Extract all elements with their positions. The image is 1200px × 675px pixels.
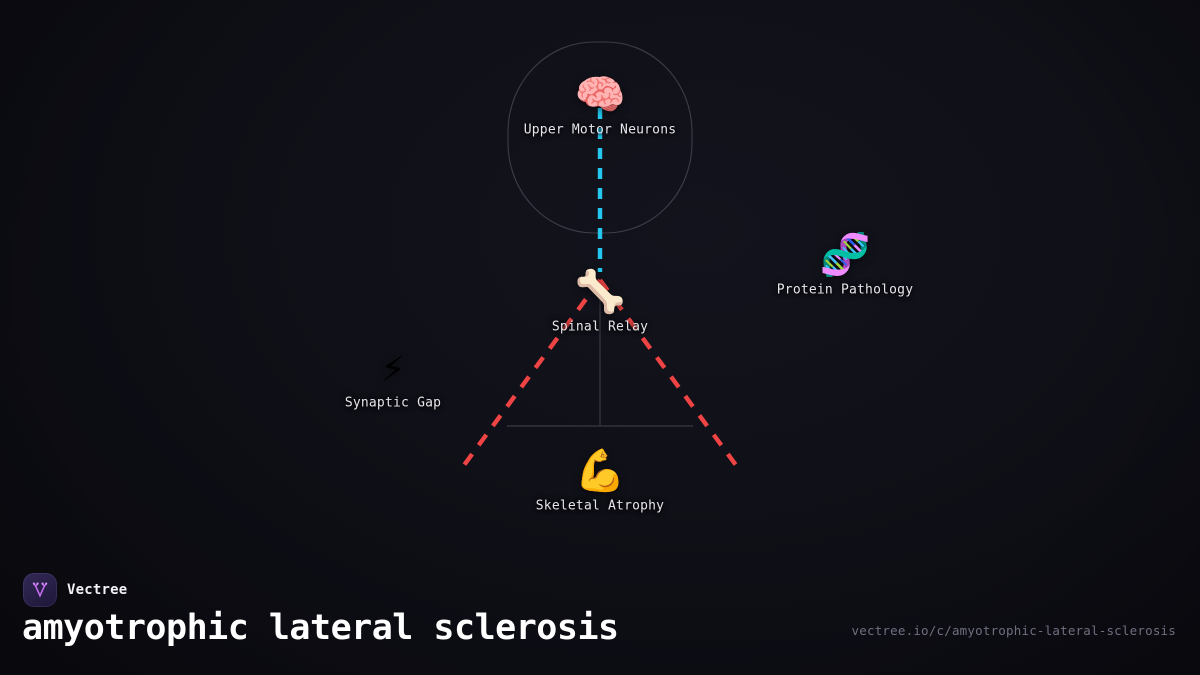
brain-icon: 🧠: [574, 70, 626, 119]
node-label-synaptic-gap: Synaptic Gap: [344, 395, 442, 411]
brand-block[interactable]: Vectree: [23, 573, 127, 607]
node-label-protein-pathology: Protein Pathology: [776, 282, 914, 298]
node-synaptic-gap[interactable]: ⚡ Synaptic Gap: [278, 343, 508, 411]
brand-name: Vectree: [67, 582, 128, 598]
node-skeletal-atrophy[interactable]: 💪 Skeletal Atrophy: [485, 446, 715, 514]
concept-graph-canvas[interactable]: 🧠 Upper Motor Neurons 🦴 Spinal Relay 💪 S…: [0, 0, 1200, 560]
flexed-biceps-icon: 💪: [574, 446, 626, 495]
vectree-logo-icon: [23, 573, 57, 607]
bone-icon: 🦴: [574, 267, 626, 316]
page-title: amyotrophic lateral sclerosis: [22, 608, 619, 648]
node-label-skeletal-atrophy: Skeletal Atrophy: [535, 498, 665, 514]
dna-icon: 🧬: [819, 230, 871, 279]
node-protein-pathology[interactable]: 🧬 Protein Pathology: [730, 230, 960, 298]
edge-spinal-relay-to-lower-left: [457, 278, 602, 474]
footer-bar: Vectree amyotrophic lateral sclerosis ve…: [0, 560, 1200, 675]
graph-edge-layer: [457, 41, 743, 474]
node-spinal-relay[interactable]: 🦴 Spinal Relay: [485, 267, 715, 335]
page-url[interactable]: vectree.io/c/amyotrophic-lateral-scleros…: [851, 623, 1176, 638]
edge-spinal-relay-to-lower-right: [598, 278, 743, 474]
node-label-upper-motor-neurons: Upper Motor Neurons: [523, 122, 677, 138]
node-label-spinal-relay: Spinal Relay: [551, 319, 649, 335]
high-voltage-icon: ⚡: [380, 343, 406, 392]
node-upper-motor-neurons[interactable]: 🧠 Upper Motor Neurons: [485, 70, 715, 138]
